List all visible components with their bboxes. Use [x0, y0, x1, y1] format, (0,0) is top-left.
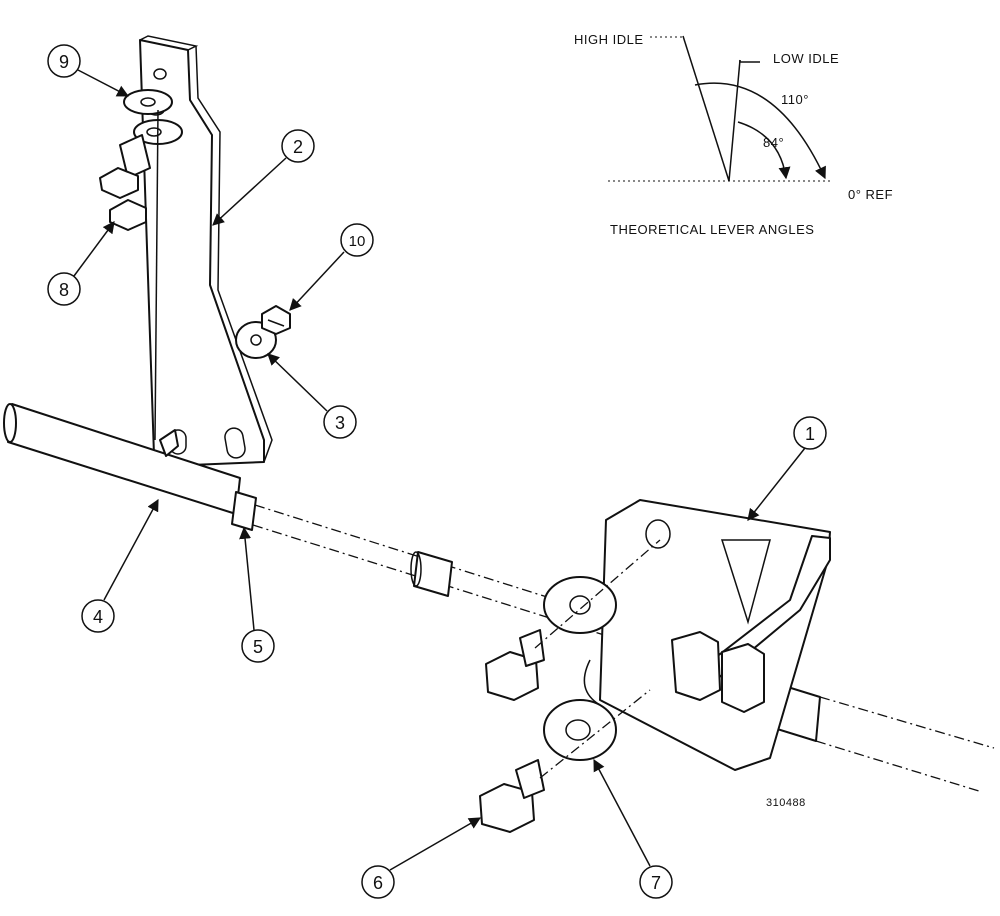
arc-110-degrees: [694, 82, 826, 180]
low-idle-label: LOW IDLE: [773, 51, 839, 66]
angle-diagram-caption: THEORETICAL LEVER ANGLES: [610, 222, 814, 237]
callout-10: 10: [289, 223, 374, 311]
high-idle-line: [682, 35, 730, 182]
lever-angle-diagram: HIGH IDLE LOW IDLE 110° 84° 0° REF THEOR…: [574, 32, 893, 237]
bolt-and-washer-upper: [485, 539, 661, 701]
callout-7: 7: [593, 758, 673, 899]
callout-3: 3: [267, 353, 357, 439]
washer-and-nut: [235, 305, 291, 359]
callout-4: 4: [81, 498, 159, 633]
callout-6: 6: [361, 817, 482, 899]
svg-text:4: 4: [93, 607, 103, 627]
svg-text:6: 6: [373, 873, 383, 893]
svg-text:2: 2: [293, 137, 303, 157]
svg-text:3: 3: [335, 413, 345, 433]
svg-text:5: 5: [253, 637, 263, 657]
drawing-number: 310488: [766, 797, 806, 809]
bolt-and-washer-lower: [479, 689, 651, 833]
arc-84-degrees: [737, 121, 791, 180]
callout-2: 2: [212, 129, 315, 226]
svg-text:1: 1: [805, 424, 815, 444]
callout-9: 9: [47, 44, 130, 97]
lower-bracket-part: [583, 499, 831, 771]
angle-110-label: 110°: [781, 92, 809, 107]
callout-5: 5: [239, 526, 275, 663]
low-idle-line: [728, 59, 741, 182]
svg-text:8: 8: [59, 280, 69, 300]
svg-text:7: 7: [651, 873, 661, 893]
cable-housing: [3, 403, 257, 531]
callout-8: 8: [47, 221, 115, 306]
svg-text:9: 9: [59, 52, 69, 72]
zero-reference-label: 0° REF: [848, 187, 893, 202]
high-idle-label: HIGH IDLE: [574, 32, 644, 47]
low-idle-leader: [739, 60, 760, 63]
washer-bolt-stack: [99, 89, 183, 441]
svg-text:10: 10: [349, 233, 366, 250]
callout-1: 1: [747, 416, 827, 521]
angle-84-label: 84°: [763, 135, 784, 150]
